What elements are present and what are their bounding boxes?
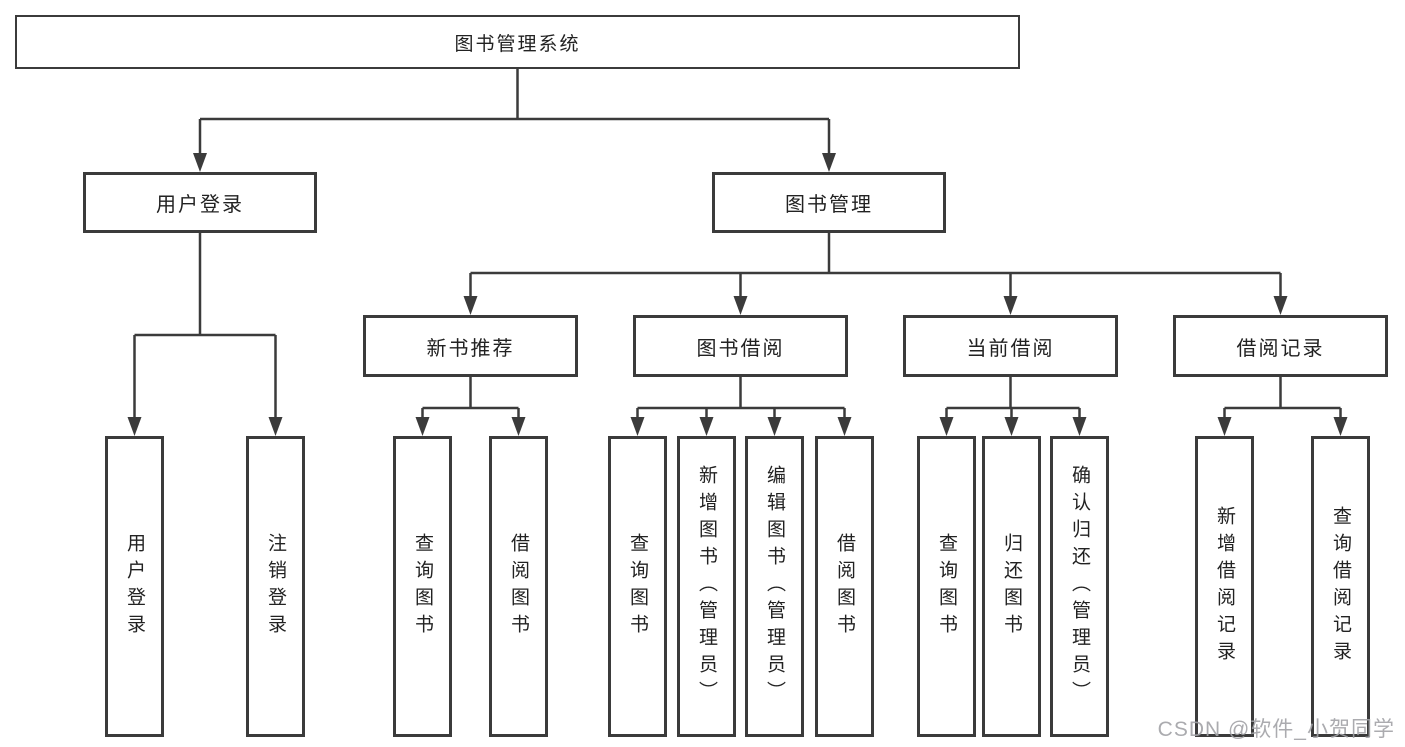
leaf-confirm-return-admin: 确认归还（管理员） (1050, 436, 1109, 737)
leaf-logout-login-label: 注销登录 (265, 532, 286, 641)
leaf-query-books-recommend: 查询图书 (393, 436, 452, 737)
leaf-borrow-books: 借阅图书 (815, 436, 874, 737)
leaf-query-borrow-record: 查询借阅记录 (1311, 436, 1370, 737)
tree-edges (133, 69, 1342, 420)
leaf-borrow-books-recommend-label: 借阅图书 (508, 532, 529, 641)
leaf-confirm-return-admin-label: 确认归还（管理员） (1069, 465, 1090, 708)
node-borrow-records: 借阅记录 (1173, 315, 1388, 377)
node-new-book-recommend: 新书推荐 (363, 315, 578, 377)
leaf-logout-login: 注销登录 (246, 436, 305, 737)
leaf-borrow-books-recommend: 借阅图书 (489, 436, 548, 737)
leaf-borrow-books-label: 借阅图书 (834, 532, 855, 641)
arrowhead-icons (127, 153, 1348, 436)
leaf-edit-book-admin-label: 编辑图书（管理员） (764, 465, 785, 708)
leaf-add-book-admin: 新增图书（管理员） (677, 436, 736, 737)
leaf-return-books: 归还图书 (982, 436, 1041, 737)
leaf-user-login-label: 用户登录 (124, 532, 145, 641)
node-library-management-system: 图书管理系统 (15, 15, 1020, 69)
leaf-query-books-borrow: 查询图书 (608, 436, 667, 737)
leaf-edit-book-admin: 编辑图书（管理员） (745, 436, 804, 737)
csdn-watermark: CSDN @软件_小贺同学 (1157, 718, 1395, 741)
leaf-return-books-label: 归还图书 (1001, 532, 1022, 641)
leaf-user-login: 用户登录 (105, 436, 164, 737)
leaf-query-books-current: 查询图书 (917, 436, 976, 737)
node-book-borrow: 图书借阅 (633, 315, 848, 377)
node-current-borrow: 当前借阅 (903, 315, 1118, 377)
leaf-query-books-borrow-label: 查询图书 (627, 532, 648, 641)
leaf-query-borrow-record-label: 查询借阅记录 (1330, 505, 1351, 668)
leaf-add-borrow-record: 新增借阅记录 (1195, 436, 1254, 737)
node-book-management: 图书管理 (712, 172, 946, 233)
leaf-query-books-current-label: 查询图书 (936, 532, 957, 641)
leaf-add-borrow-record-label: 新增借阅记录 (1214, 505, 1235, 668)
leaf-query-books-recommend-label: 查询图书 (412, 532, 433, 641)
node-user-login: 用户登录 (83, 172, 317, 233)
leaf-add-book-admin-label: 新增图书（管理员） (696, 465, 717, 708)
